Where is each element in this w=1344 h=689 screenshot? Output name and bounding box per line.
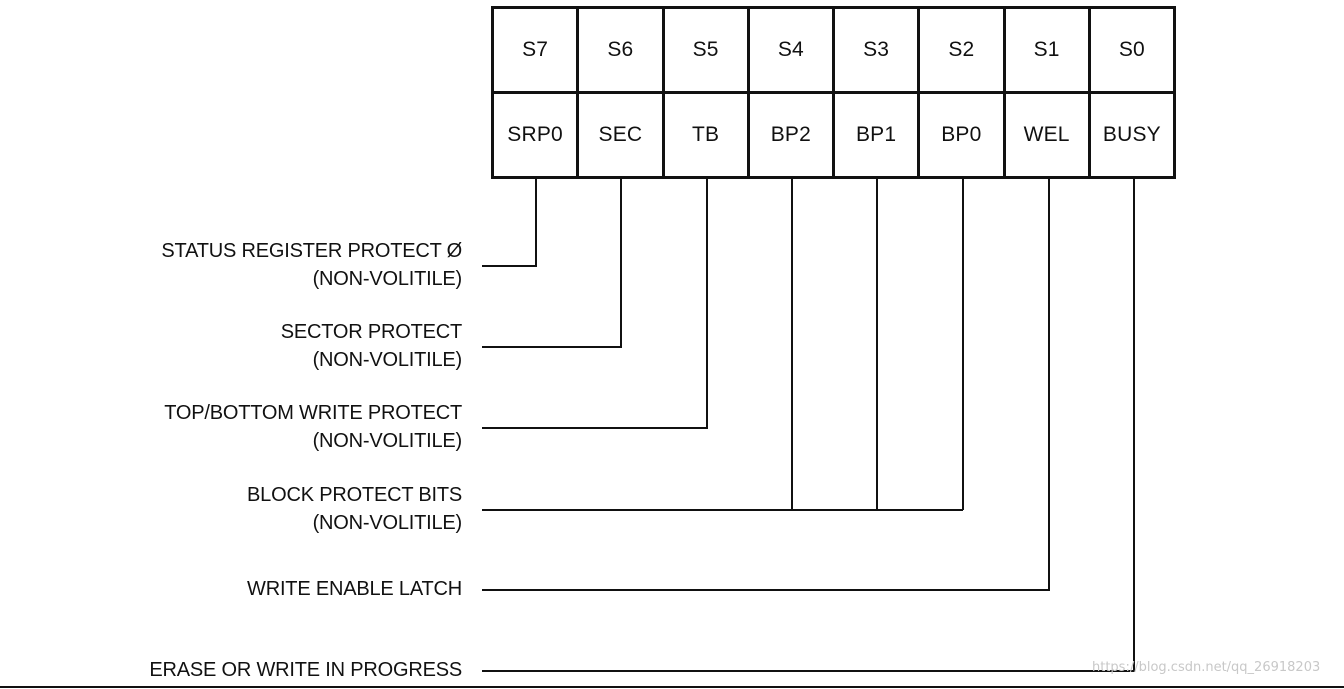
connector-tb	[482, 177, 708, 429]
field-cell-wel: WEL	[1002, 91, 1091, 179]
label-block-protect: BLOCK PROTECT BITS (NON-VOLITILE)	[247, 481, 462, 537]
label-srp0-line1: STATUS REGISTER PROTECT Ø	[161, 240, 462, 262]
label-srp0: STATUS REGISTER PROTECT Ø (NON-VOLITILE)	[161, 237, 462, 293]
bit-cell-s7: S7	[490, 6, 580, 94]
bit-cell-s4: S4	[746, 6, 836, 94]
label-tb: TOP/BOTTOM WRITE PROTECT (NON-VOLITILE)	[164, 399, 462, 455]
label-wel: WRITE ENABLE LATCH	[247, 575, 462, 603]
label-wel-line1: WRITE ENABLE LATCH	[247, 578, 462, 600]
label-block-protect-line2: (NON-VOLITILE)	[312, 512, 463, 534]
label-sec-line1: SECTOR PROTECT	[280, 321, 462, 343]
field-cell-srp0: SRP0	[490, 91, 580, 179]
label-block-protect-line1: BLOCK PROTECT BITS	[247, 484, 462, 506]
field-name-row: SRP0 SEC TB BP2 BP1 BP0 WEL BUSY	[490, 91, 1177, 179]
label-busy-line1: ERASE OR WRITE IN PROGRESS	[149, 659, 462, 681]
field-cell-busy: BUSY	[1087, 91, 1177, 179]
label-busy: ERASE OR WRITE IN PROGRESS	[149, 656, 462, 684]
label-sec-line2: (NON-VOLITILE)	[312, 349, 463, 371]
bit-cell-s0: S0	[1087, 6, 1177, 94]
status-register-table: S7 S6 S5 S4 S3 S2 S1 S0 SRP0 SEC TB BP2 …	[490, 6, 1177, 179]
connector-sec	[482, 177, 622, 348]
label-srp0-line2: (NON-VOLITILE)	[312, 268, 463, 290]
bit-cell-s6: S6	[576, 6, 665, 94]
field-cell-tb: TB	[661, 91, 750, 179]
connector-wel	[482, 177, 1050, 591]
bit-cell-s5: S5	[661, 6, 750, 94]
bit-number-row: S7 S6 S5 S4 S3 S2 S1 S0	[490, 6, 1177, 94]
connector-busy	[482, 177, 1135, 672]
field-cell-bp1: BP1	[831, 91, 921, 179]
field-cell-bp2: BP2	[746, 91, 836, 179]
field-cell-sec: SEC	[576, 91, 665, 179]
bit-cell-s2: S2	[917, 6, 1006, 94]
bit-cell-s1: S1	[1002, 6, 1091, 94]
label-sec: SECTOR PROTECT (NON-VOLITILE)	[281, 318, 462, 374]
label-tb-line2: (NON-VOLITILE)	[312, 430, 463, 452]
field-cell-bp0: BP0	[917, 91, 1006, 179]
watermark: https://blog.csdn.net/qq_26918203	[1092, 660, 1321, 675]
connector-srp0	[482, 177, 537, 267]
label-tb-line1: TOP/BOTTOM WRITE PROTECT	[164, 402, 462, 424]
bit-cell-s3: S3	[831, 6, 921, 94]
